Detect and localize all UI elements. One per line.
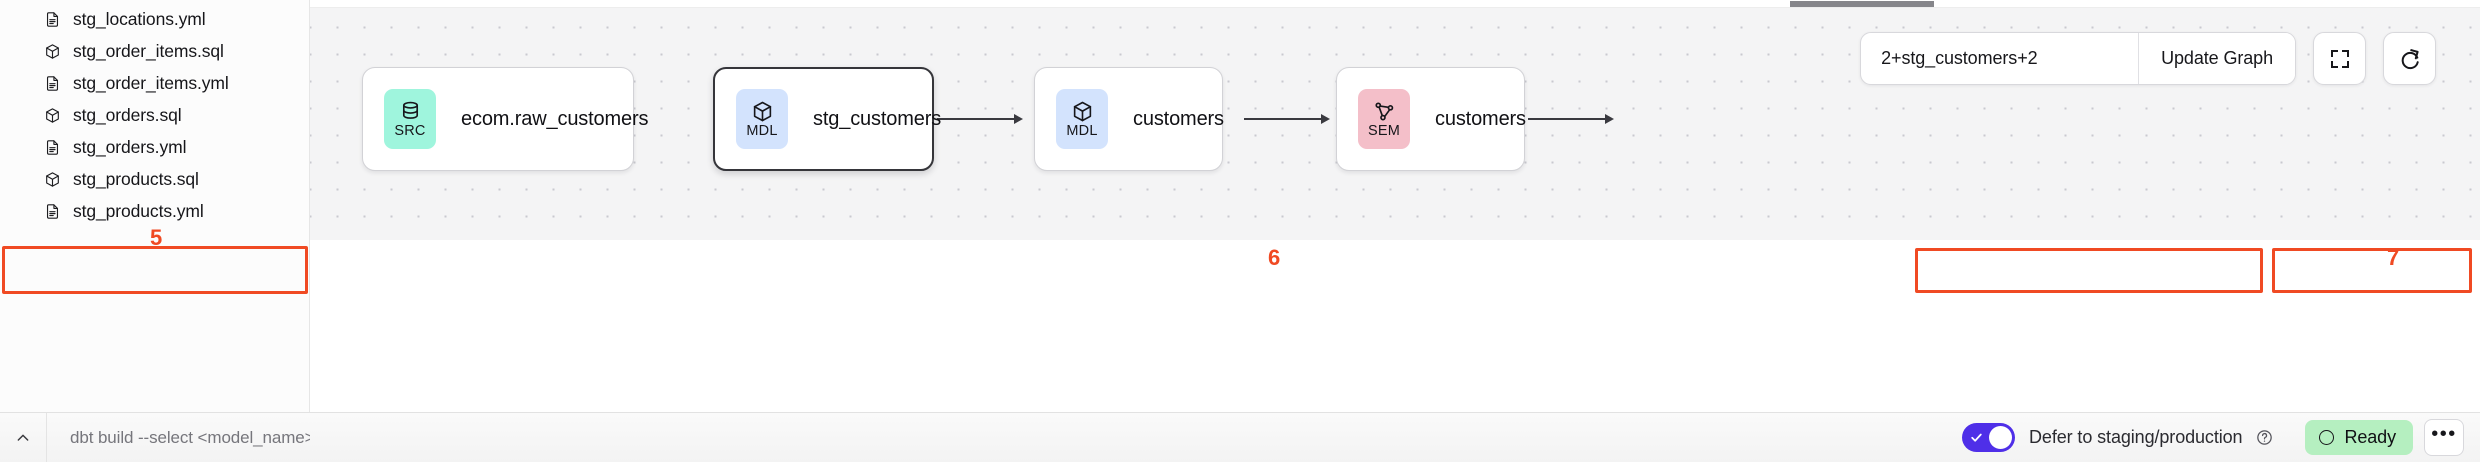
graph-selector-group: 2+stg_customers+2 Update Graph [1860, 32, 2296, 85]
node-badge-sem: SEM [1358, 89, 1410, 149]
defer-group: Defer to staging/production [1946, 413, 2291, 462]
file-tree-item-label: stg_orders.sql [73, 104, 182, 125]
refresh-button[interactable] [2383, 32, 2436, 85]
node-title: ecom.raw_customers [461, 107, 649, 130]
edge-stg-to-customers [1244, 113, 1330, 125]
defer-toggle[interactable] [1962, 423, 2016, 452]
edge-line [937, 118, 1015, 120]
ready-group: Ready ••• [2291, 413, 2464, 462]
node-badge-label: SRC [394, 122, 426, 139]
graph-icon [1374, 102, 1393, 121]
file-list: stg_locations.yml stg_order_items.sql stg_… [0, 0, 309, 227]
graph-node-customers-model[interactable]: MDL customers [1034, 67, 1224, 171]
node-title: customers [1435, 107, 1526, 130]
scrollbar-thumb[interactable] [1790, 1, 1934, 7]
file-tree-item-label: stg_locations.yml [73, 8, 206, 29]
graph-node-customers-semantic[interactable]: SEM customers [1336, 67, 1526, 171]
edge-raw-to-stg [937, 113, 1023, 125]
graph-toolbar: 2+stg_customers+2 Update Graph [1860, 32, 2436, 85]
command-bar[interactable]: dbt build --select <model_name> [0, 412, 310, 462]
node-badge-label: SEM [1367, 122, 1401, 139]
graph-horizontal-scrollbar[interactable] [310, 0, 2480, 8]
file-tree-item-label: stg_orders.yml [73, 136, 187, 157]
fullscreen-icon [2330, 49, 2349, 68]
file-tree-item[interactable]: stg_order_items.yml [0, 67, 309, 99]
edge-arrowhead [1014, 114, 1023, 124]
file-tree-item[interactable]: stg_order_items.sql [0, 35, 309, 67]
chevron-up-icon[interactable] [0, 412, 47, 462]
file-text-icon [44, 139, 61, 156]
cube-icon [753, 101, 771, 122]
toggle-knob [1989, 426, 2013, 449]
status-badge-label: Ready [2344, 427, 2396, 447]
cube-icon [44, 107, 61, 124]
file-tree-item[interactable]: stg_orders.yml [0, 131, 309, 163]
node-badge-mdl: MDL [736, 89, 788, 149]
defer-label: Defer to staging/production [2029, 427, 2243, 447]
graph-node-ecom-raw-customers[interactable]: SRC ecom.raw_customers [362, 67, 649, 171]
graph-node-stg-customers[interactable]: MDL stg_customers [713, 67, 941, 171]
command-input[interactable]: dbt build --select <model_name> [70, 427, 310, 447]
file-tree-item-label: stg_order_items.yml [73, 72, 229, 93]
edge-line [1528, 118, 1606, 120]
status-badge[interactable]: Ready [2305, 420, 2413, 455]
graph-selector-input[interactable]: 2+stg_customers+2 [1881, 48, 2038, 68]
file-tree-item-label: stg_products.yml [73, 200, 204, 221]
file-tree-item[interactable]: stg_orders.sql [0, 99, 309, 131]
status-bar: Defer to staging/production Ready ••• [310, 412, 2480, 462]
check-icon [1970, 431, 1983, 444]
more-options-button[interactable]: ••• [2424, 419, 2464, 456]
cube-icon [44, 171, 61, 188]
edge-customers-to-semantic [1528, 113, 1614, 125]
cube-icon [1073, 101, 1091, 122]
help-circle-icon[interactable] [2256, 429, 2273, 446]
file-tree-item-label: stg_products.sql [73, 168, 199, 189]
fullscreen-button[interactable] [2313, 32, 2366, 85]
file-tree-item-label: stg_order_items.sql [73, 40, 224, 61]
database-icon [402, 101, 418, 119]
node-badge-mdl: MDL [1056, 89, 1108, 149]
edge-line [1244, 118, 1322, 120]
cube-icon [44, 43, 61, 60]
edge-arrowhead [1605, 114, 1614, 124]
file-tree-item[interactable]: stg_locations.yml [0, 3, 309, 35]
node-title: customers [1133, 107, 1224, 130]
file-tree-item[interactable]: stg_products.yml [0, 195, 309, 227]
file-tree-sidebar: stg_locations.yml stg_order_items.sql stg_… [0, 0, 310, 462]
file-text-icon [44, 203, 61, 220]
file-text-icon [44, 11, 61, 28]
lineage-graph-pane: SRC ecom.raw_customers MDL stg_customers [310, 0, 2480, 462]
node-badge-label: MDL [746, 122, 778, 139]
file-tree-item[interactable]: stg_products.sql [0, 163, 309, 195]
graph-canvas[interactable]: SRC ecom.raw_customers MDL stg_customers [310, 8, 2480, 240]
edge-arrowhead [1321, 114, 1330, 124]
circle-icon [2319, 430, 2335, 445]
update-graph-button[interactable]: Update Graph [2138, 33, 2295, 84]
node-title: stg_customers [813, 107, 942, 130]
file-text-icon [44, 75, 61, 92]
node-badge-src: SRC [384, 89, 436, 149]
node-badge-label: MDL [1066, 122, 1098, 139]
refresh-icon [2401, 48, 2419, 69]
